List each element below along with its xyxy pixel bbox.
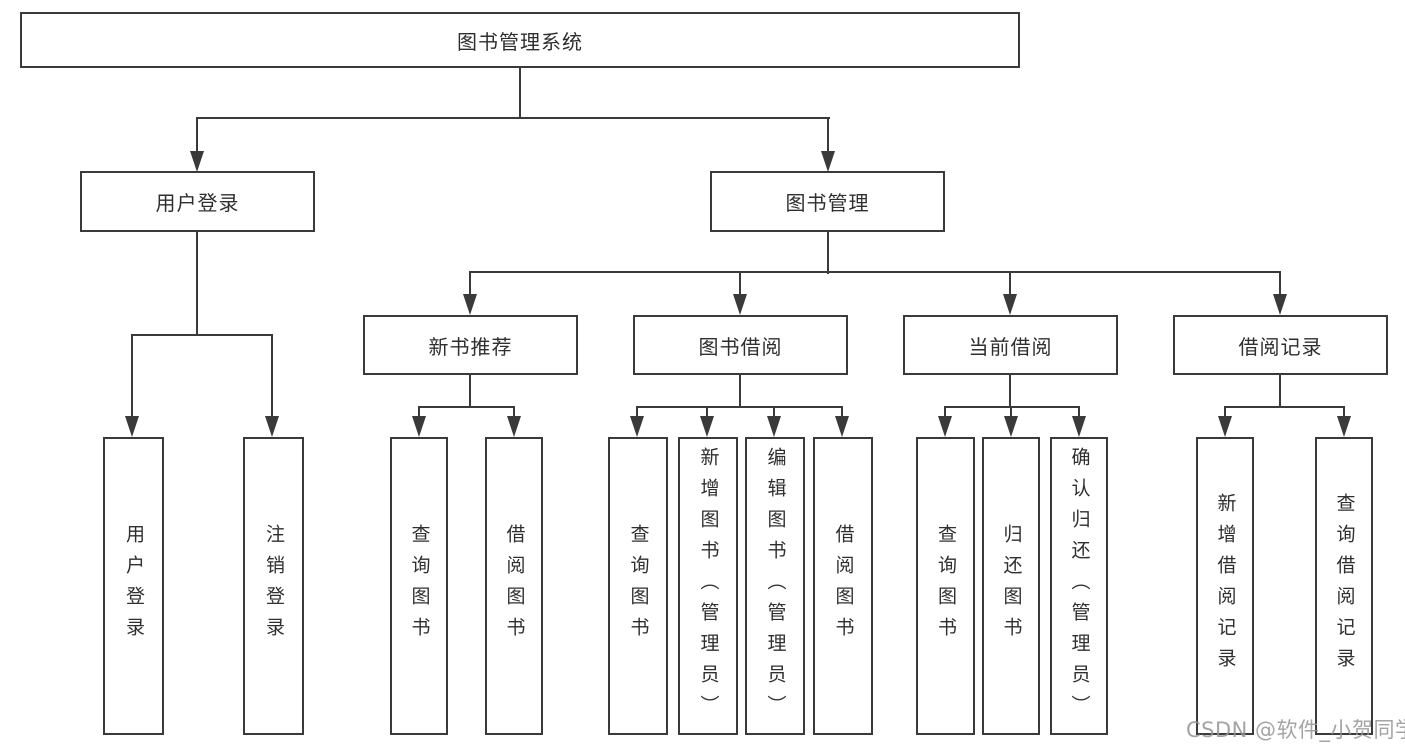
connector-root-stem xyxy=(519,66,522,119)
leaf-query-books-2-label: 查询图书 xyxy=(627,524,650,648)
arrow-down-icon xyxy=(125,416,139,437)
connector-bookborrow-drop-4 xyxy=(841,406,844,419)
connector-bookmgmt-bus xyxy=(469,271,1281,274)
leaf-confirm-return-admin: 确认归还（管理员） xyxy=(1050,437,1108,735)
leaf-borrow-books-1: 借阅图书 xyxy=(485,437,543,735)
node-root-label: 图书管理系统 xyxy=(457,29,583,54)
connector-borrowrecords-bus xyxy=(1224,406,1345,409)
connector-bookmgmt-drop-3 xyxy=(1009,271,1012,297)
leaf-borrow-books-2: 借阅图书 xyxy=(813,437,873,735)
connector-userlogin-drop-2 xyxy=(271,334,274,419)
csdn-watermark: CSDN @软件_小贺同学 xyxy=(1186,718,1405,742)
leaf-return-books: 归还图书 xyxy=(982,437,1040,735)
node-user-login: 用户登录 xyxy=(80,171,315,232)
node-book-borrow-label: 图书借阅 xyxy=(698,334,783,359)
node-user-login-label: 用户登录 xyxy=(155,191,240,215)
connector-newbooks-bus xyxy=(418,406,515,409)
connector-bookborrow-drop-3 xyxy=(773,406,776,419)
arrow-down-icon xyxy=(767,416,781,437)
connector-bookborrow-drop-2 xyxy=(706,406,709,419)
connector-borrowrecords-drop-2 xyxy=(1343,406,1346,419)
arrow-down-icon xyxy=(1218,416,1232,437)
connector-bookmgmt-stem xyxy=(827,232,830,274)
connector-bookborrow-stem xyxy=(739,375,742,408)
leaf-logout: 注销登录 xyxy=(243,437,304,735)
arrow-down-icon xyxy=(938,416,952,437)
node-borrow-records: 借阅记录 xyxy=(1173,315,1388,375)
node-current-borrow: 当前借阅 xyxy=(903,315,1118,375)
arrow-down-icon xyxy=(1004,416,1018,437)
arrow-down-icon xyxy=(1273,294,1287,315)
leaf-query-books-1: 查询图书 xyxy=(390,437,448,735)
node-new-books-label: 新书推荐 xyxy=(428,334,513,359)
leaf-logout-label: 注销登录 xyxy=(263,524,285,648)
connector-borrowrecords-drop-1 xyxy=(1224,406,1227,419)
arrow-down-icon xyxy=(821,151,835,172)
leaf-query-books-2: 查询图书 xyxy=(608,437,668,735)
arrow-down-icon xyxy=(1337,416,1351,437)
arrow-down-icon xyxy=(630,416,644,437)
arrow-down-icon xyxy=(507,416,521,437)
connector-newbooks-stem xyxy=(469,375,472,408)
leaf-borrow-books-1-label: 借阅图书 xyxy=(503,524,526,648)
connector-borrowrecords-stem xyxy=(1279,375,1282,408)
arrow-down-icon xyxy=(412,416,426,437)
leaf-query-borrow-record-label: 查询借阅记录 xyxy=(1333,493,1356,679)
connector-bookmgmt-drop-4 xyxy=(1279,271,1282,297)
node-borrow-records-label: 借阅记录 xyxy=(1238,334,1323,359)
connector-bookborrow-drop-1 xyxy=(636,406,639,419)
arrow-down-icon xyxy=(1003,294,1017,315)
node-book-management-label: 图书管理 xyxy=(785,191,870,215)
arrow-down-icon xyxy=(733,294,747,315)
connector-bookborrow-bus xyxy=(636,406,843,409)
leaf-user-login: 用户登录 xyxy=(103,437,164,735)
arrow-down-icon xyxy=(265,416,279,437)
leaf-query-books-1-label: 查询图书 xyxy=(408,524,431,648)
arrow-down-icon xyxy=(463,294,477,315)
connector-root-drop-left xyxy=(196,117,199,154)
leaf-query-books-3: 查询图书 xyxy=(916,437,975,735)
leaf-query-borrow-record: 查询借阅记录 xyxy=(1315,437,1373,735)
leaf-add-books-admin: 新增图书（管理员） xyxy=(678,437,738,735)
node-book-borrow: 图书借阅 xyxy=(633,315,848,375)
node-root: 图书管理系统 xyxy=(20,12,1020,68)
arrow-down-icon xyxy=(835,416,849,437)
connector-bookmgmt-drop-2 xyxy=(739,271,742,297)
connector-userlogin-stem xyxy=(196,232,199,336)
connector-newbooks-drop-2 xyxy=(513,406,516,419)
leaf-user-login-label: 用户登录 xyxy=(123,524,145,648)
connector-newbooks-drop-1 xyxy=(418,406,421,419)
arrow-down-icon xyxy=(190,151,204,172)
connector-userlogin-bus xyxy=(131,334,273,337)
leaf-add-borrow-record-label: 新增借阅记录 xyxy=(1214,493,1237,679)
connector-root-bus xyxy=(196,117,830,120)
connector-currentborrow-stem xyxy=(1009,375,1012,408)
leaf-return-books-label: 归还图书 xyxy=(1000,524,1023,648)
node-new-books: 新书推荐 xyxy=(363,315,578,375)
leaf-edit-books-admin: 编辑图书（管理员） xyxy=(745,437,805,735)
connector-userlogin-drop-1 xyxy=(131,334,134,419)
leaf-add-books-admin-label: 新增图书（管理员） xyxy=(697,446,720,726)
leaf-query-books-3-label: 查询图书 xyxy=(935,524,957,648)
connector-currentborrow-drop-2 xyxy=(1010,406,1013,419)
leaf-edit-books-admin-label: 编辑图书（管理员） xyxy=(764,446,787,726)
connector-currentborrow-drop-3 xyxy=(1078,406,1081,419)
arrow-down-icon xyxy=(1072,416,1086,437)
leaf-confirm-return-admin-label: 确认归还（管理员） xyxy=(1068,446,1091,726)
node-current-borrow-label: 当前借阅 xyxy=(968,334,1053,359)
connector-root-drop-right xyxy=(827,117,830,154)
arrow-down-icon xyxy=(700,416,714,437)
connector-bookmgmt-drop-1 xyxy=(469,271,472,297)
leaf-add-borrow-record: 新增借阅记录 xyxy=(1196,437,1254,735)
connector-currentborrow-drop-1 xyxy=(944,406,947,419)
leaf-borrow-books-2-label: 借阅图书 xyxy=(832,524,855,648)
node-book-management: 图书管理 xyxy=(710,171,945,232)
